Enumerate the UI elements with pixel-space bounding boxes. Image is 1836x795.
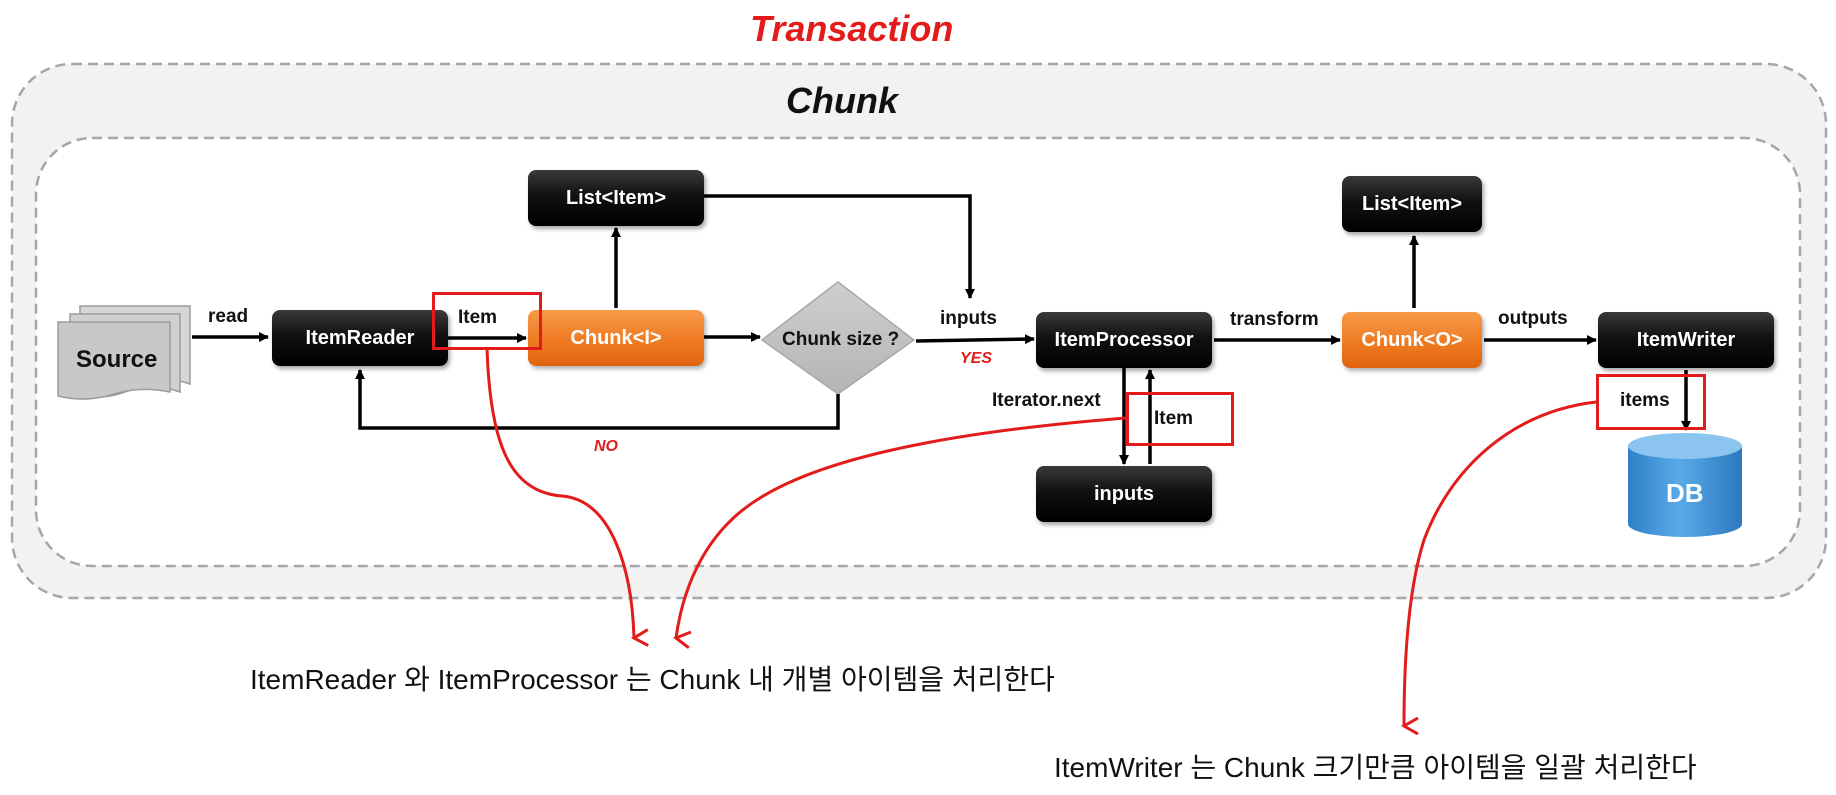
no-label: NO <box>594 438 618 455</box>
items-label: items <box>1620 390 1670 411</box>
red-curve-processor-item <box>676 416 1127 638</box>
annotation-writer: ItemWriter 는 Chunk 크기만큼 아이템을 일괄 처리한다 <box>1054 752 1697 783</box>
transaction-title: Transaction <box>750 8 954 49</box>
highlight-box-writer-items <box>1596 374 1706 430</box>
read-label: read <box>208 306 249 327</box>
arrow-no-loop <box>355 369 840 430</box>
processor-item-label: Item <box>1154 408 1194 429</box>
chunk-out-node: Chunk<O> <box>1342 312 1482 368</box>
source-document-stack-icon <box>57 305 191 400</box>
arrow-list-to-inputs <box>704 194 975 299</box>
red-curve-reader-item <box>485 347 634 638</box>
outputs-label: outputs <box>1498 308 1568 329</box>
yes-label: YES <box>960 350 993 367</box>
list-item-out-node: List<Item> <box>1342 176 1482 232</box>
item-processor-node: ItemProcessor <box>1036 312 1212 368</box>
item-writer-node: ItemWriter <box>1598 312 1774 368</box>
red-curve-writer-items <box>1404 400 1597 726</box>
transform-label: transform <box>1230 309 1319 330</box>
source-label: Source <box>76 346 158 373</box>
reader-item-label: Item <box>458 307 498 328</box>
db-label: DB <box>1666 478 1704 508</box>
annotation-reader-processor: ItemReader 와 ItemProcessor 는 Chunk 내 개별 … <box>250 664 1055 695</box>
arrow-yes-to-processor <box>915 334 1035 345</box>
chunk-title: Chunk <box>786 80 898 121</box>
highlight-box-reader-item <box>432 292 542 350</box>
db-cylinder-icon <box>1628 433 1742 537</box>
iterator-next-label: Iterator.next <box>992 390 1101 411</box>
chunk-region <box>34 136 1802 568</box>
chunk-size-label: Chunk size ? <box>782 329 900 350</box>
inputs-label: inputs <box>940 308 997 329</box>
processor-inputs-node: inputs <box>1036 466 1212 522</box>
highlight-box-processor-item <box>1126 392 1234 446</box>
list-item-in-node: List<Item> <box>528 170 704 226</box>
chunk-in-node: Chunk<I> <box>528 310 704 366</box>
item-reader-node: ItemReader <box>272 310 448 366</box>
